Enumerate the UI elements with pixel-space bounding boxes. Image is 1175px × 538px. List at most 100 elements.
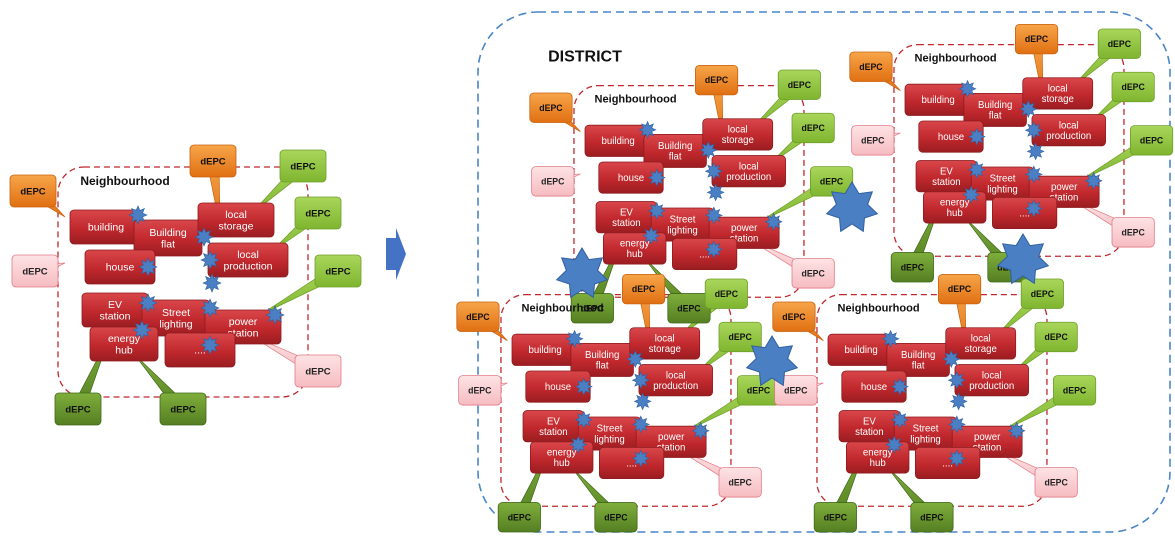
depc-callout	[1053, 375, 1097, 406]
connector-burst-icon	[633, 392, 652, 411]
more-label: ....	[194, 345, 206, 357]
depc-callout	[497, 502, 541, 533]
depc-callout	[695, 65, 739, 96]
local-storage-box	[945, 327, 1017, 360]
connector-burst-icon	[631, 449, 650, 468]
interconnect-star-icon	[996, 233, 1050, 285]
connector-burst-icon	[574, 377, 593, 396]
depc-label: dEPC	[581, 303, 605, 313]
depc-label: dEPC	[705, 75, 729, 85]
connector-burst-icon	[691, 421, 710, 440]
local-storage-box	[1022, 77, 1094, 110]
depc-label: dEPC	[788, 80, 812, 90]
connector-burst-icon	[890, 410, 909, 429]
connector-burst-icon	[647, 201, 666, 220]
depc-label: dEPC	[859, 62, 883, 72]
depc-label: dEPC	[861, 135, 885, 145]
depc-callout	[774, 375, 818, 406]
connector-burst-icon	[890, 377, 909, 396]
depc-callout	[159, 392, 207, 426]
depc-label: dEPC	[632, 284, 656, 294]
depc-callout	[9, 174, 57, 208]
depc-label: dEPC	[1045, 477, 1069, 487]
depc-label: dEPC	[747, 385, 771, 395]
connector-burst-icon	[962, 185, 981, 204]
depc-label: dEPC	[782, 312, 806, 322]
depc-callout	[777, 69, 821, 100]
connector-burst-icon	[626, 350, 645, 369]
stars-layer	[555, 181, 1050, 387]
depc-label: dEPC	[305, 208, 330, 219]
depc-callout	[851, 125, 895, 156]
depc-label: dEPC	[920, 512, 944, 522]
connector-burst-icon	[138, 257, 158, 277]
interconnect-star-icon	[745, 335, 799, 387]
building-label: building	[88, 222, 124, 234]
transition-arrow-icon	[386, 228, 406, 280]
depc-callout	[54, 392, 102, 426]
more-box	[992, 196, 1058, 230]
depc-label: dEPC	[677, 303, 701, 313]
depc-label: dEPC	[802, 123, 826, 133]
building-label: building	[528, 345, 561, 356]
depc-callout	[791, 258, 835, 289]
house-label: house	[618, 173, 644, 184]
more-label: ....	[942, 458, 953, 469]
neighbourhood-title: Neighbourhood	[838, 302, 920, 314]
connector-burst-icon	[132, 320, 152, 340]
more-box	[915, 446, 981, 480]
connector-burst-icon	[642, 226, 661, 245]
depc-label: dEPC	[1140, 135, 1164, 145]
depc-label: dEPC	[1122, 227, 1146, 237]
depc-callout	[791, 112, 835, 144]
depc-callout	[1097, 28, 1141, 59]
more-box	[164, 332, 236, 368]
depc-label: dEPC	[901, 262, 925, 272]
depc-callout	[718, 467, 762, 498]
connector-burst-icon	[265, 305, 285, 325]
neighbourhood-title: Neighbourhood	[522, 302, 604, 314]
depc-callout	[622, 273, 666, 305]
depc-label: dEPC	[466, 312, 490, 322]
connector-burst-icon	[704, 162, 723, 181]
depc-label: dEPC	[539, 103, 563, 113]
connector-burst-icon	[947, 449, 966, 468]
connector-burst-icon	[704, 206, 723, 225]
connector-burst-icon	[569, 435, 588, 454]
connector-burst-icon	[949, 392, 968, 411]
connector-burst-icon	[947, 371, 966, 390]
connector-burst-icon	[706, 183, 725, 202]
depc-callout	[458, 375, 502, 406]
neighbourhood-title: Neighbourhood	[595, 93, 677, 105]
district-title: DISTRICT	[548, 49, 622, 66]
local-storage-box	[197, 202, 275, 238]
depc-callout	[294, 196, 342, 230]
building-label: building	[921, 95, 954, 106]
depc-callout	[718, 321, 762, 353]
connector-burst-icon	[1007, 421, 1026, 440]
more-label: ....	[626, 458, 637, 469]
depc-label: dEPC	[1108, 39, 1132, 49]
depc-callout	[594, 502, 638, 533]
connector-burst-icon	[128, 205, 148, 225]
depc-label: dEPC	[1025, 34, 1049, 44]
connector-burst-icon	[200, 250, 220, 270]
local-storage-box	[702, 118, 774, 151]
connector-burst-icon	[647, 168, 666, 187]
